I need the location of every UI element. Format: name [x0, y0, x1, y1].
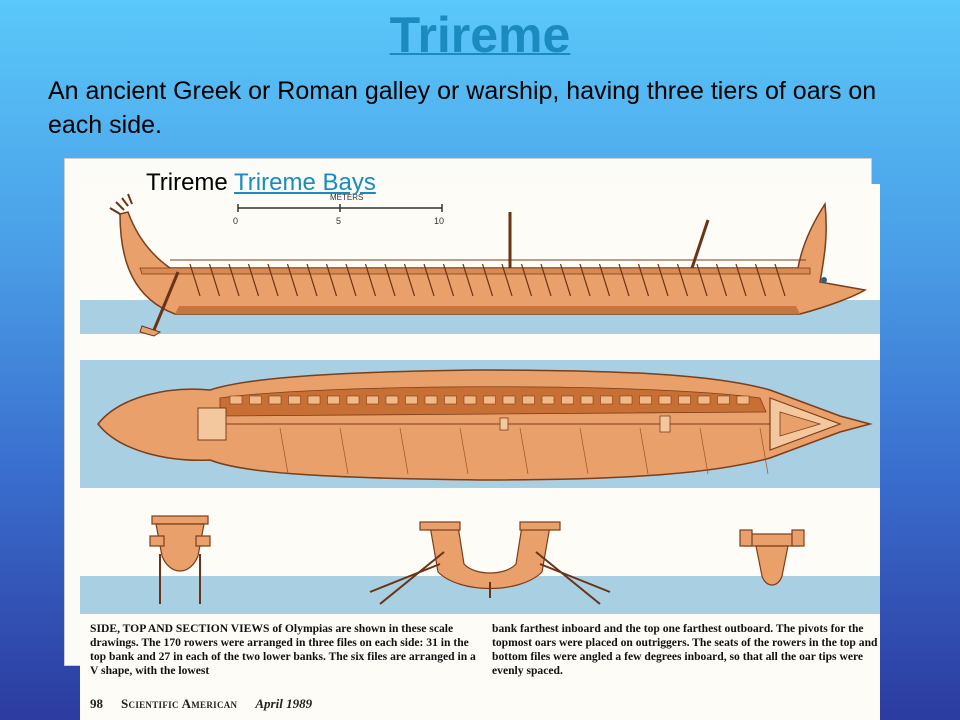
rower-seat [229, 395, 243, 405]
hull-frame [339, 427, 349, 475]
section-view-bow [739, 529, 805, 586]
oar-stroke [715, 263, 728, 297]
figure-footer: 98 Scientific American April 1989 [90, 696, 312, 712]
rower-seat [658, 395, 672, 405]
hull-frame [519, 427, 529, 475]
scale-bar: METERS 0 5 10 [233, 193, 444, 226]
rower-seat [327, 395, 340, 405]
oar-stroke [189, 263, 201, 297]
side-view [109, 193, 868, 337]
rower-seat [522, 395, 535, 405]
rower-seat [463, 395, 477, 405]
oar-stroke [598, 263, 611, 297]
oar-stroke [403, 263, 416, 297]
rower-seat [600, 395, 613, 405]
scale-tick-0: 0 [233, 216, 238, 226]
scale-tick-5: 5 [336, 216, 341, 226]
oar-stroke [559, 263, 572, 297]
oar-stroke [345, 263, 357, 297]
oar-stroke [520, 263, 533, 297]
slide-description: An ancient Greek or Roman galley or wars… [48, 77, 877, 139]
section-view-stern [149, 515, 211, 604]
title-link[interactable]: Trireme [389, 7, 571, 63]
oar-stroke [696, 263, 708, 297]
rower-seat [249, 395, 262, 405]
hull-frame [399, 427, 409, 475]
journal-name: Scientific American [121, 696, 238, 711]
rower-seat [268, 395, 282, 405]
oar-stroke [267, 263, 279, 297]
rower-seat [561, 395, 574, 405]
rower-seat [385, 395, 399, 405]
scale-tick-10: 10 [434, 216, 444, 226]
rower-seat [580, 395, 594, 405]
caption-right: bank farthest inboard and the top one fa… [492, 622, 878, 677]
oar-stroke [247, 263, 260, 297]
oar-stroke [423, 263, 435, 297]
oar-stroke [364, 263, 377, 297]
hull-frame [579, 427, 589, 475]
oar-stroke [618, 263, 630, 297]
slide-title: Trireme [0, 6, 960, 64]
oar-stroke [637, 263, 650, 297]
oar-stroke [501, 263, 513, 297]
rower-seat [307, 395, 321, 405]
rower-seat [424, 395, 438, 405]
hull-frame [699, 427, 709, 475]
oar-stroke [754, 263, 767, 297]
oar-stroke [481, 263, 494, 297]
oar-stroke [228, 263, 240, 297]
oar-stroke [384, 263, 396, 297]
oar-stroke [442, 263, 455, 297]
trireme-drawing: METERS 0 5 10 [80, 193, 880, 614]
oar-stroke [735, 263, 747, 297]
oar-stroke [208, 263, 221, 297]
oar-stroke [306, 263, 318, 297]
rower-seat [444, 395, 457, 405]
page-number: 98 [90, 696, 103, 711]
trireme-bays-link[interactable]: Trireme Bays [234, 169, 376, 196]
card-label-text: Trireme [146, 169, 228, 196]
rower-seat [717, 395, 730, 405]
trireme-diagram-image: METERS 0 5 10 [80, 184, 880, 720]
rower-seat [483, 395, 496, 405]
rower-seat [366, 395, 379, 405]
rower-seat [697, 395, 711, 405]
hull-frame [639, 427, 649, 475]
rower-seat [639, 395, 652, 405]
rower-seat [736, 395, 750, 405]
oar-stroke [774, 263, 786, 297]
hull-frame [759, 427, 769, 475]
issue-date: April 1989 [255, 696, 313, 711]
figure-caption: SIDE, TOP AND SECTION VIEWS of Olympias … [90, 622, 880, 678]
section-view-midship [369, 521, 611, 605]
hull-frame [459, 427, 469, 475]
hull-frame [279, 427, 289, 475]
card-label: Trireme Trireme Bays [146, 168, 376, 198]
rower-seat [541, 395, 555, 405]
oar-stroke [540, 263, 552, 297]
oar-stroke [657, 263, 669, 297]
oar-stroke [286, 263, 299, 297]
rower-seat [619, 395, 633, 405]
rower-seat [405, 395, 418, 405]
oar-stroke [579, 263, 591, 297]
caption-left: SIDE, TOP AND SECTION VIEWS of Olympias … [90, 622, 476, 677]
rower-seat [288, 395, 301, 405]
rower-seat [346, 395, 360, 405]
rower-seat [502, 395, 516, 405]
rower-seat [678, 395, 691, 405]
oar-stroke [462, 263, 474, 297]
oar-stroke [325, 263, 338, 297]
top-view [97, 369, 873, 481]
scale-title: METERS [330, 193, 363, 202]
oar-stroke [676, 263, 689, 297]
